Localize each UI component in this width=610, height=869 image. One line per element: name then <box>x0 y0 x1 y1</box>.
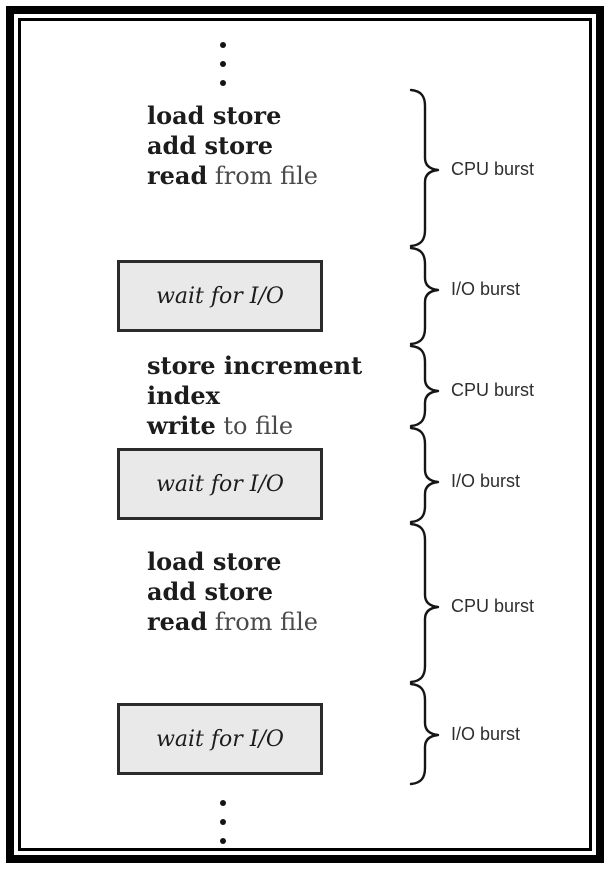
code-keyword: write <box>147 411 216 440</box>
code-line: read from file <box>147 161 318 191</box>
code-line: load store <box>147 101 318 131</box>
wait-for-io-label: wait for I/O <box>156 726 284 752</box>
burst-label-io-2: I/O burst <box>451 471 521 491</box>
code-keyword: add store <box>147 577 273 606</box>
burst-label-cpu-1: CPU burst <box>451 159 535 179</box>
wait-for-io-box-1: wait for I/O <box>117 260 323 332</box>
code-block-2: store increment index write to file <box>147 351 362 441</box>
code-keyword: read <box>147 161 208 190</box>
code-line: write to file <box>147 411 362 441</box>
code-line: read from file <box>147 607 318 637</box>
code-block-3: load store add store read from file <box>147 547 318 637</box>
code-operand: from file <box>207 608 318 636</box>
vertical-ellipsis-top-icon <box>220 42 226 99</box>
code-keyword: read <box>147 607 208 636</box>
code-operand: from file <box>207 162 318 190</box>
outer-border-frame <box>6 6 604 863</box>
burst-label-cpu-2: CPU burst <box>451 380 535 400</box>
code-line: load store <box>147 547 318 577</box>
inner-border-frame <box>18 18 592 851</box>
burst-label-cpu-3: CPU burst <box>451 596 535 616</box>
burst-label-io-3: I/O burst <box>451 724 521 744</box>
code-keyword: load store <box>147 547 282 576</box>
wait-for-io-box-3: wait for I/O <box>117 703 323 775</box>
code-block-1: load store add store read from file <box>147 101 318 191</box>
wait-for-io-label: wait for I/O <box>156 471 284 497</box>
code-operand: to file <box>215 412 294 440</box>
wait-for-io-box-2: wait for I/O <box>117 448 323 520</box>
code-line: add store <box>147 131 318 161</box>
code-line: add store <box>147 577 318 607</box>
vertical-ellipsis-bottom-icon <box>220 800 226 857</box>
code-line: store increment <box>147 351 362 381</box>
code-keyword: load store <box>147 101 282 130</box>
code-keyword: index <box>147 381 220 410</box>
code-line: index <box>147 381 362 411</box>
burst-label-io-1: I/O burst <box>451 279 521 299</box>
wait-for-io-label: wait for I/O <box>156 283 284 309</box>
code-keyword: store increment <box>147 351 363 380</box>
code-keyword: add store <box>147 131 273 160</box>
